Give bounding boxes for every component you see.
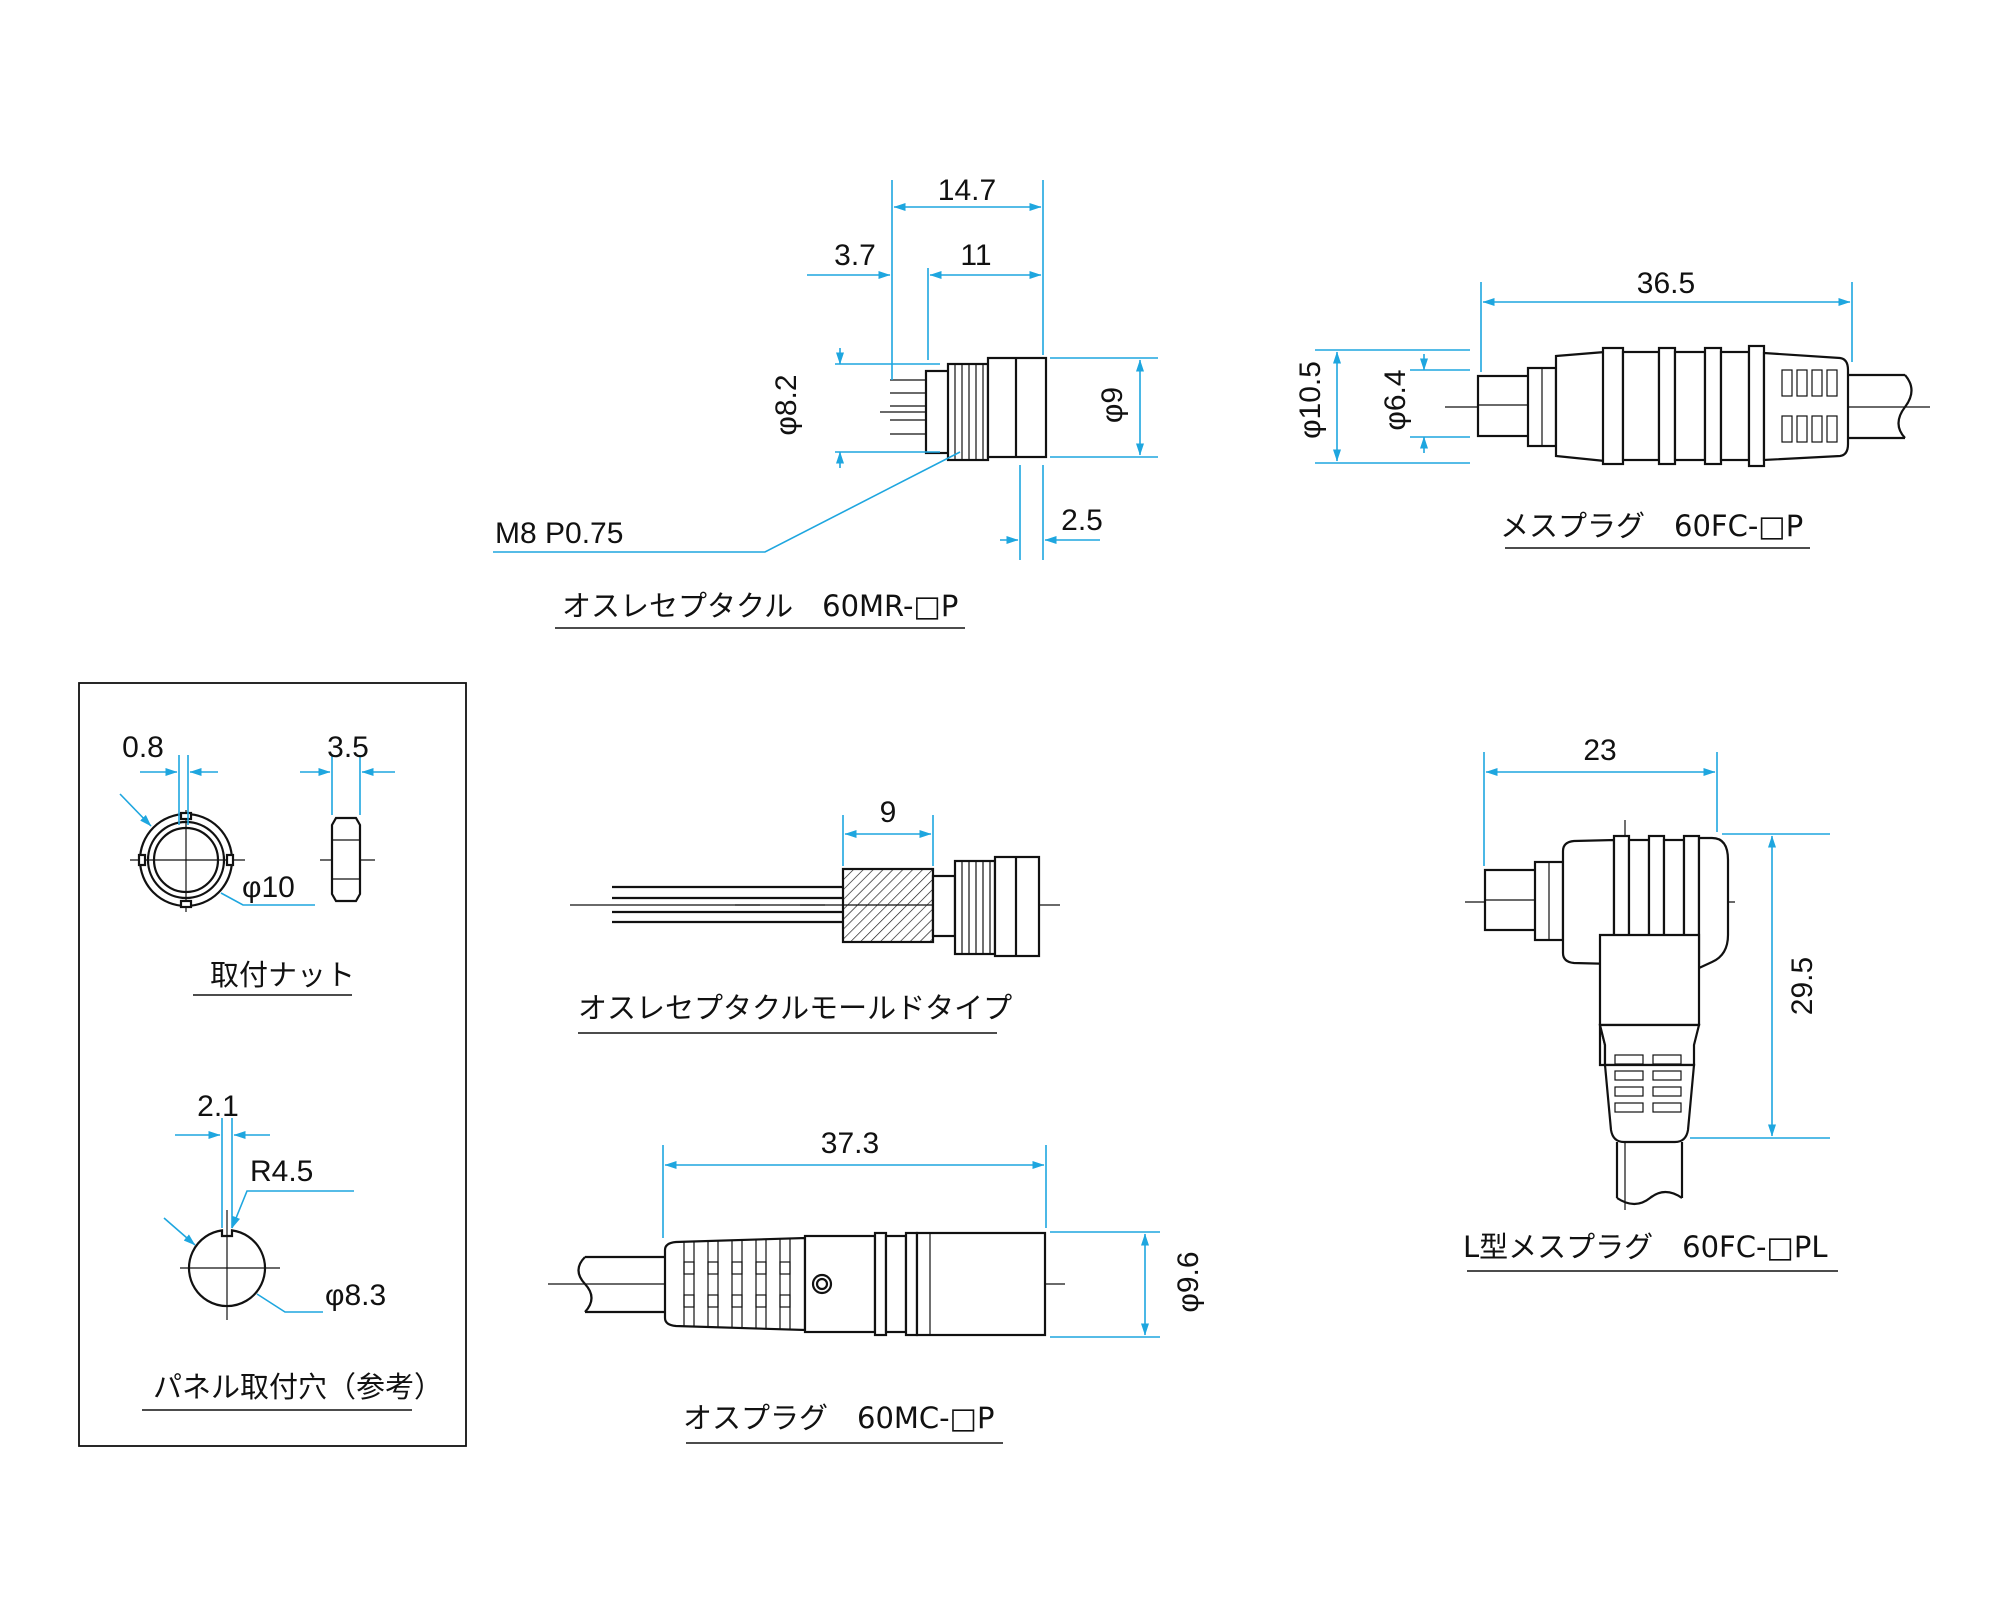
nut-caption: 取付ナット — [210, 958, 355, 992]
l-plug-dimensions — [1483, 752, 1830, 1139]
hole-radius: R4.5 — [250, 1155, 313, 1188]
nut-dimensions — [119, 755, 395, 906]
receptacle-drawing — [880, 356, 1048, 462]
mold-receptacle-drawing — [570, 855, 1060, 958]
panel-hole-drawing — [180, 1210, 280, 1320]
receptacle-flange-diameter: φ9 — [1096, 387, 1129, 423]
l-plug-drawing — [1465, 820, 1735, 1210]
l-plug-view: 23 29.5 L型メスプラグ 60FC-□PL — [1463, 734, 1838, 1272]
receptacle-dimensions — [493, 180, 1158, 560]
female-plug-drawing — [1445, 344, 1930, 468]
l-plug-caption: L型メスプラグ 60FC-□PL — [1463, 1230, 1828, 1264]
panel-hole-dimensions — [163, 1118, 354, 1313]
receptacle-thread-spec: M8 P0.75 — [495, 517, 623, 550]
nut-diameter: φ10 — [242, 871, 295, 904]
l-plug-grip-slots — [1614, 1054, 1682, 1113]
mold-receptacle-view: 9 オスレセプタクルモールドタイプ — [570, 796, 1060, 1034]
mold-receptacle-caption: オスレセプタクルモールドタイプ — [578, 991, 1012, 1025]
receptacle-caption: オスレセプタクル 60MR-□P — [562, 589, 958, 623]
male-plug-grip-ribs — [683, 1239, 791, 1329]
nut-front-drawing — [130, 810, 245, 912]
female-plug-length: 36.5 — [1637, 267, 1695, 300]
nut-side-drawing — [320, 816, 375, 903]
male-plug-diameter: φ9.6 — [1172, 1251, 1205, 1312]
receptacle-body-length: 11 — [960, 239, 991, 272]
hole-caption: パネル取付穴（参考） — [153, 1370, 443, 1404]
receptacle-overall-length: 14.7 — [938, 174, 996, 207]
receptacle-flange-thickness: 2.5 — [1061, 504, 1103, 537]
nut-dim-b: 3.5 — [327, 731, 369, 764]
mold-receptacle-dimensions — [842, 815, 934, 866]
receptacle-left-length: 3.7 — [834, 239, 876, 272]
l-plug-width: 23 — [1583, 734, 1616, 767]
male-plug-view: 37.3 φ9.6 オスプラグ 60MC-□P — [548, 1127, 1205, 1444]
female-plug-inner-diameter: φ6.4 — [1379, 369, 1412, 430]
female-plug-outer-diameter: φ10.5 — [1294, 361, 1327, 439]
female-plug-view: 36.5 φ10.5 φ6.4 メスプラグ 60FC-□P — [1294, 267, 1930, 549]
female-plug-grip-slots — [1781, 369, 1838, 443]
hole-diameter: φ8.3 — [325, 1279, 386, 1312]
male-plug-length: 37.3 — [821, 1127, 879, 1160]
nut-dim-a: 0.8 — [122, 731, 164, 764]
female-plug-caption: メスプラグ 60FC-□P — [1500, 509, 1803, 543]
male-plug-dimensions — [662, 1145, 1160, 1338]
female-plug-dimensions — [1315, 282, 1853, 464]
l-plug-height: 29.5 — [1786, 957, 1819, 1015]
nut-hole-panel: 0.8 3.5 φ10 取付ナット 2.1 R4.5 φ8.3 パネル取付穴（参… — [78, 682, 467, 1447]
male-plug-drawing — [548, 1231, 1065, 1337]
panel-frame — [78, 682, 467, 1447]
hole-dim: 2.1 — [197, 1090, 239, 1123]
mold-length: 9 — [880, 796, 897, 829]
male-plug-caption: オスプラグ 60MC-□P — [683, 1401, 995, 1435]
receptacle-thread-diameter: φ8.2 — [770, 374, 803, 435]
receptacle-view: 14.7 3.7 11 φ8.2 φ9 2.5 M8 P0.75 オスレセプタク… — [493, 174, 1158, 629]
